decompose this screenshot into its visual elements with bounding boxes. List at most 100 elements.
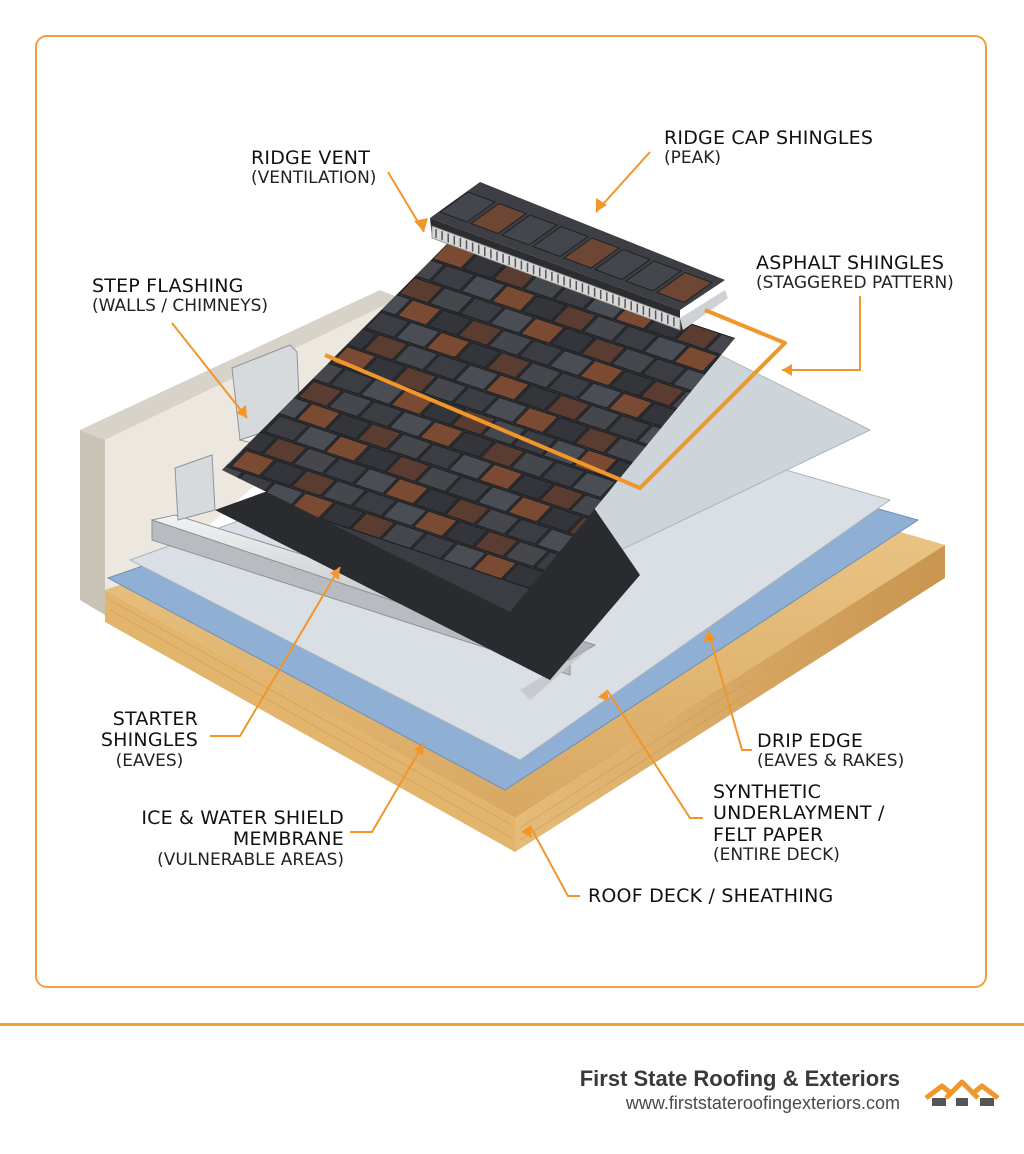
shingle-tab <box>477 463 524 491</box>
label-roof-deck-title: ROOF DECK / SHEATHING <box>588 885 834 907</box>
label-underlayment-title3: FELT PAPER <box>713 823 824 846</box>
shingle-tab <box>423 354 470 381</box>
label-asphalt-title: ASPHALT SHINGLES <box>756 252 945 274</box>
label-starter-sub: (EAVES) <box>115 750 184 771</box>
ridge-cap-tab <box>593 248 652 281</box>
label-underlayment-title2: UNDERLAYMENT / <box>713 802 885 825</box>
footer-divider <box>0 1023 1024 1026</box>
label-ice-water-title1: ICE & WATER SHIELD <box>141 807 344 829</box>
shingle-tab <box>605 414 652 442</box>
shingle-tab <box>484 374 531 401</box>
label-starter-title1: STARTER <box>112 708 198 730</box>
shingle-tab <box>295 402 342 430</box>
leader-asphalt <box>782 296 861 371</box>
shingle-tab <box>482 396 529 424</box>
shingle-tab <box>513 406 560 434</box>
shingle-tab <box>327 390 374 418</box>
shingle-tab <box>356 423 403 450</box>
asphalt-highlight-outline <box>324 308 787 490</box>
shingle-tab <box>540 461 587 489</box>
shingle-tab <box>380 522 427 550</box>
shingle-tab <box>479 441 526 468</box>
shingle-tab <box>383 477 430 505</box>
shingle-tab <box>578 359 625 387</box>
shingle-tab <box>487 329 534 357</box>
shingle-tab <box>537 506 584 533</box>
label-ice-water-sub: (VULNERABLE AREAS) <box>157 849 344 870</box>
brand-url[interactable]: www.firststateroofingexteriors.com <box>625 1093 900 1113</box>
shingle-tab <box>293 425 340 452</box>
shingle-tab <box>508 473 555 501</box>
shingle-tab <box>543 416 590 444</box>
shingle-tab <box>474 508 521 535</box>
label-ice-water-title2: MEMBRANE <box>232 828 344 851</box>
shingle-tab <box>506 496 553 523</box>
label-underlayment-title1: SYNTHETIC <box>713 781 822 803</box>
diagram-frame <box>35 35 987 988</box>
label-roof-deck: ROOF DECK / SHEATHING <box>588 885 834 907</box>
shingle-tab <box>458 297 505 324</box>
shingle-tab <box>421 376 468 403</box>
shingle-tab <box>393 343 440 371</box>
label-starter-title2: SHINGLES <box>100 729 198 752</box>
shingle-tab <box>673 345 720 373</box>
shingle-tab <box>413 488 460 515</box>
ridge-cap-tab <box>469 202 528 235</box>
shingle-tab <box>322 457 369 485</box>
ridge-cap-tab <box>531 225 590 258</box>
shingle-tab <box>325 413 372 440</box>
shingle-tab <box>453 364 500 391</box>
ridge-cap-tab <box>500 214 559 246</box>
shingle-tab <box>473 530 520 558</box>
leader-step-flashing <box>171 322 248 419</box>
shingle-tab <box>394 321 441 349</box>
ridge-cap-tab <box>624 260 683 292</box>
shingle-tab <box>263 415 310 442</box>
shingle-tab <box>581 315 628 342</box>
brand-block: First State Roofing & Exteriors www.firs… <box>580 1066 900 1114</box>
leader-ridge-cap <box>595 151 651 213</box>
shingle-tab <box>538 483 585 511</box>
shingle-tab <box>447 453 494 481</box>
shingle-tab <box>351 490 398 517</box>
label-drip-edge-sub: (EAVES & RAKES) <box>757 751 905 772</box>
label-asphalt-sub: (STAGGERED PATTERN) <box>756 273 954 294</box>
label-ridge-cap: RIDGE CAP SHINGLES (PEAK) <box>664 127 874 168</box>
shingle-tab <box>452 386 499 414</box>
shingle-tab <box>396 299 443 326</box>
shingle-tab <box>410 532 457 560</box>
shingle-tab <box>444 498 491 525</box>
shingle-tab <box>441 542 488 570</box>
leader-ice-water <box>350 742 425 833</box>
ridge-cap-tab <box>655 271 714 304</box>
ridge-vent <box>431 225 728 331</box>
label-ridge-cap-title: RIDGE CAP SHINGLES <box>664 127 874 149</box>
label-underlayment-sub: (ENTIRE DECK) <box>713 844 840 865</box>
shingle-tab <box>426 309 473 336</box>
shingle-tab <box>471 552 518 580</box>
shingle-tab <box>548 349 595 377</box>
shingle-tab <box>370 243 417 249</box>
shingle-tab <box>381 500 428 527</box>
shingle-tab <box>321 480 368 507</box>
shingle-tab <box>476 485 523 513</box>
shingle-tab <box>324 435 371 462</box>
shingle-tab <box>549 327 596 355</box>
shingle-tab <box>391 366 438 393</box>
shingle-tab <box>674 323 721 350</box>
shingle-tab <box>329 368 376 395</box>
shingle-tab <box>425 331 472 359</box>
shingle-tab <box>570 471 617 499</box>
leader-deck <box>529 825 580 897</box>
shingle-tab <box>297 380 344 408</box>
shingle-tab <box>369 244 416 272</box>
shingle-tab <box>260 459 307 487</box>
shingle-tab <box>449 431 496 458</box>
label-step-flashing-title: STEP FLASHING <box>92 275 244 297</box>
label-step-flashing: STEP FLASHING (WALLS / CHIMNEYS) <box>92 275 268 316</box>
roof-layers-diagram <box>80 151 945 897</box>
shingle-tab <box>418 421 465 448</box>
label-drip-edge-title: DRIP EDGE <box>757 730 864 752</box>
shingle-tab <box>612 325 659 352</box>
shingle-tab <box>516 362 563 389</box>
